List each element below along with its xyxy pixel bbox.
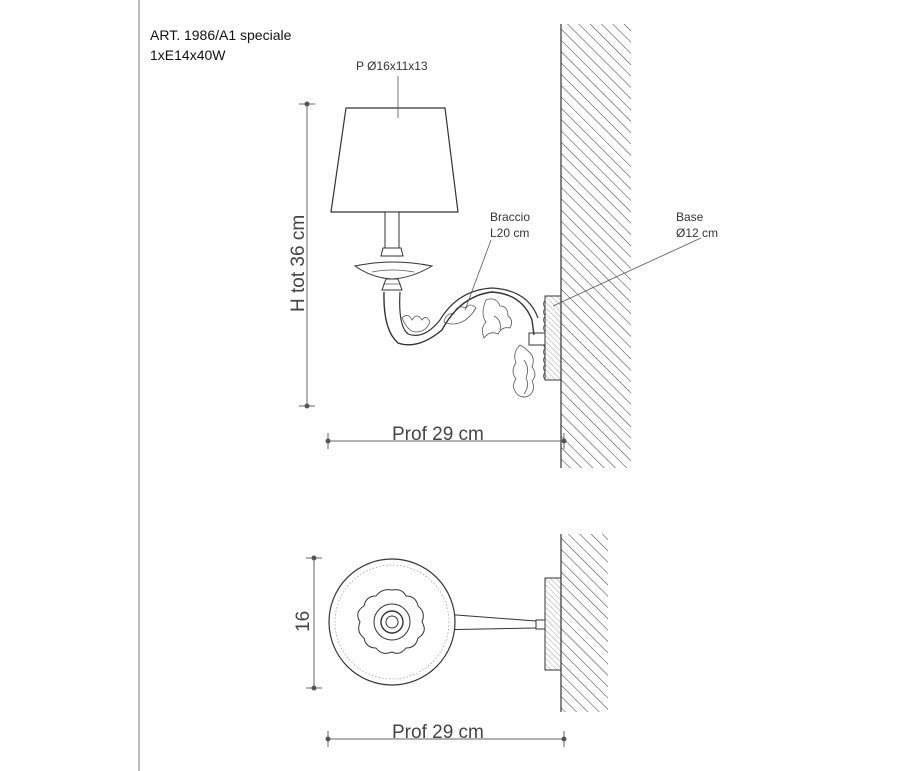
depth-dimension-side [325, 433, 567, 449]
depth-dimension-top [325, 731, 567, 747]
height-dimension [299, 101, 315, 409]
width-label: 16 [293, 611, 314, 632]
height-label: H tot 36 cm [288, 215, 309, 312]
wall-base-plate-top [535, 577, 562, 671]
wall-base-plate [528, 295, 562, 381]
decorative-arm [383, 287, 539, 398]
drip-pan-top-view [357, 589, 425, 654]
arm-length-label: L20 cm [490, 226, 529, 240]
wall-side-view [560, 24, 631, 468]
wall-top-view [560, 534, 608, 712]
article-number: ART. 1986/A1 speciale [150, 27, 292, 43]
shade-dimension-label: P Ø16x11x13 [356, 59, 428, 73]
bulb-spec: 1xE14x40W [150, 47, 226, 63]
width-dimension [306, 555, 322, 691]
arm-title-label: Braccio [490, 210, 530, 224]
base-title-label: Base [676, 210, 704, 224]
arm-leader [464, 239, 492, 311]
lamp-shade [330, 107, 459, 213]
candle-holder [353, 211, 434, 291]
base-diameter-label: Ø12 cm [676, 226, 718, 240]
depth-label-top: Prof 29 cm [392, 722, 484, 743]
base-leader [552, 237, 702, 307]
depth-label-side: Prof 29 cm [392, 424, 484, 445]
